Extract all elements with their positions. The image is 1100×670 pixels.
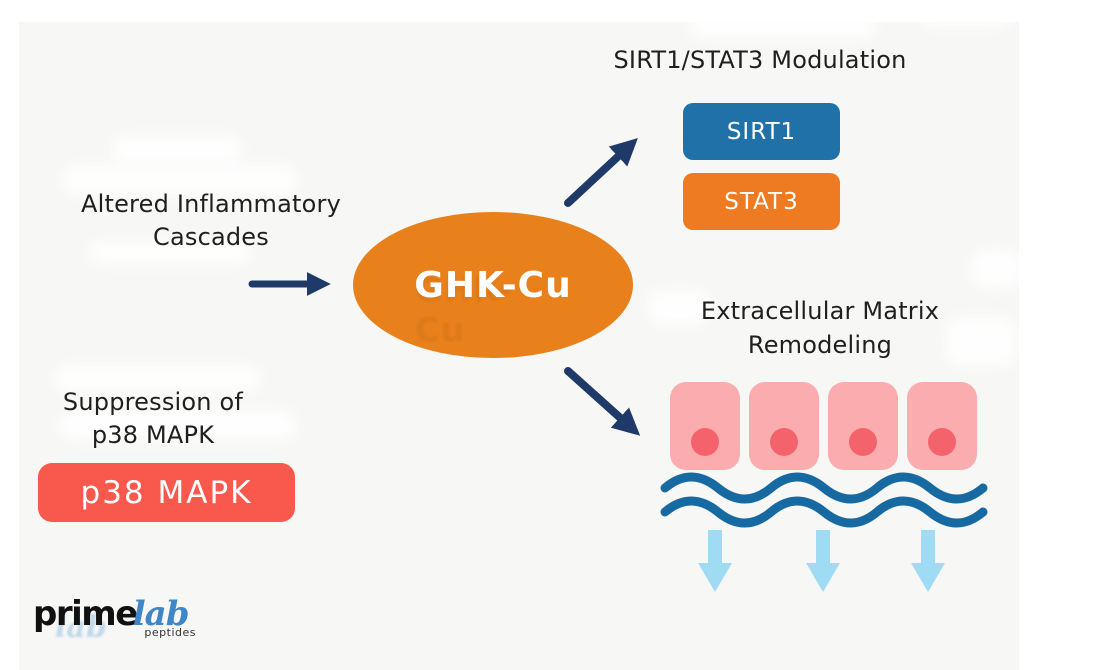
sirt1-box-label: SIRT1 <box>726 118 797 145</box>
ghk-cu-ghost-text: GHK-Cu <box>414 270 513 351</box>
ecm-remodeling-title: Extracellular Matrix Remodeling <box>640 294 1000 362</box>
cell-nucleus-icon <box>928 428 956 456</box>
ecm-title-line1: Extracellular Matrix <box>700 297 940 325</box>
ghk-cu-node: GHK-Cu GHK-Cu <box>353 212 633 358</box>
cell-nucleus-icon <box>691 428 719 456</box>
altered-inflammatory-line1: Altered Inflammatory <box>81 190 341 218</box>
p38-mapk-box-label: p38 MAPK <box>80 474 253 511</box>
whiteout-smudge <box>920 4 1010 26</box>
cell-nucleus-icon <box>770 428 798 456</box>
whiteout-smudge <box>62 166 297 194</box>
whiteout-smudge <box>648 290 710 324</box>
logo-peptides-text: peptides <box>144 626 196 639</box>
suppression-line2: p38 MAPK <box>91 421 215 449</box>
suppression-line1: Suppression of <box>62 388 244 416</box>
logo-ghost-text: lab <box>55 610 107 645</box>
stat3-box: STAT3 <box>683 173 840 230</box>
altered-inflammatory-label: Altered Inflammatory Cascades <box>41 188 381 254</box>
whiteout-smudge <box>690 12 875 38</box>
stat3-box-label: STAT3 <box>724 188 799 215</box>
whiteout-smudge <box>112 136 242 164</box>
cell-nucleus-icon <box>849 428 877 456</box>
sirt-stat-modulation-title: SIRT1/STAT3 Modulation <box>613 46 907 74</box>
suppression-label: Suppression of p38 MAPK <box>23 386 283 452</box>
cell-icon <box>670 382 740 470</box>
cell-icon <box>907 382 977 470</box>
whiteout-smudge <box>55 366 260 392</box>
logo-prime-text: prime <box>33 594 138 634</box>
ecm-title-line2: Remodeling <box>747 331 893 359</box>
whiteout-smudge <box>972 250 1022 288</box>
cell-icon <box>749 382 819 470</box>
cell-icon <box>828 382 898 470</box>
sirt1-box: SIRT1 <box>683 103 840 160</box>
whiteout-smudge <box>946 318 1016 366</box>
altered-inflammatory-line2: Cascades <box>153 223 269 251</box>
ghk-cu-label: GHK-Cu <box>414 264 572 306</box>
logo-lab-text: lab <box>132 594 190 634</box>
p38-mapk-box: p38 MAPK <box>38 463 295 522</box>
whiteout-smudge <box>60 410 295 440</box>
primelab-logo: lab primelab peptides <box>33 594 213 645</box>
whiteout-smudge <box>90 242 250 264</box>
